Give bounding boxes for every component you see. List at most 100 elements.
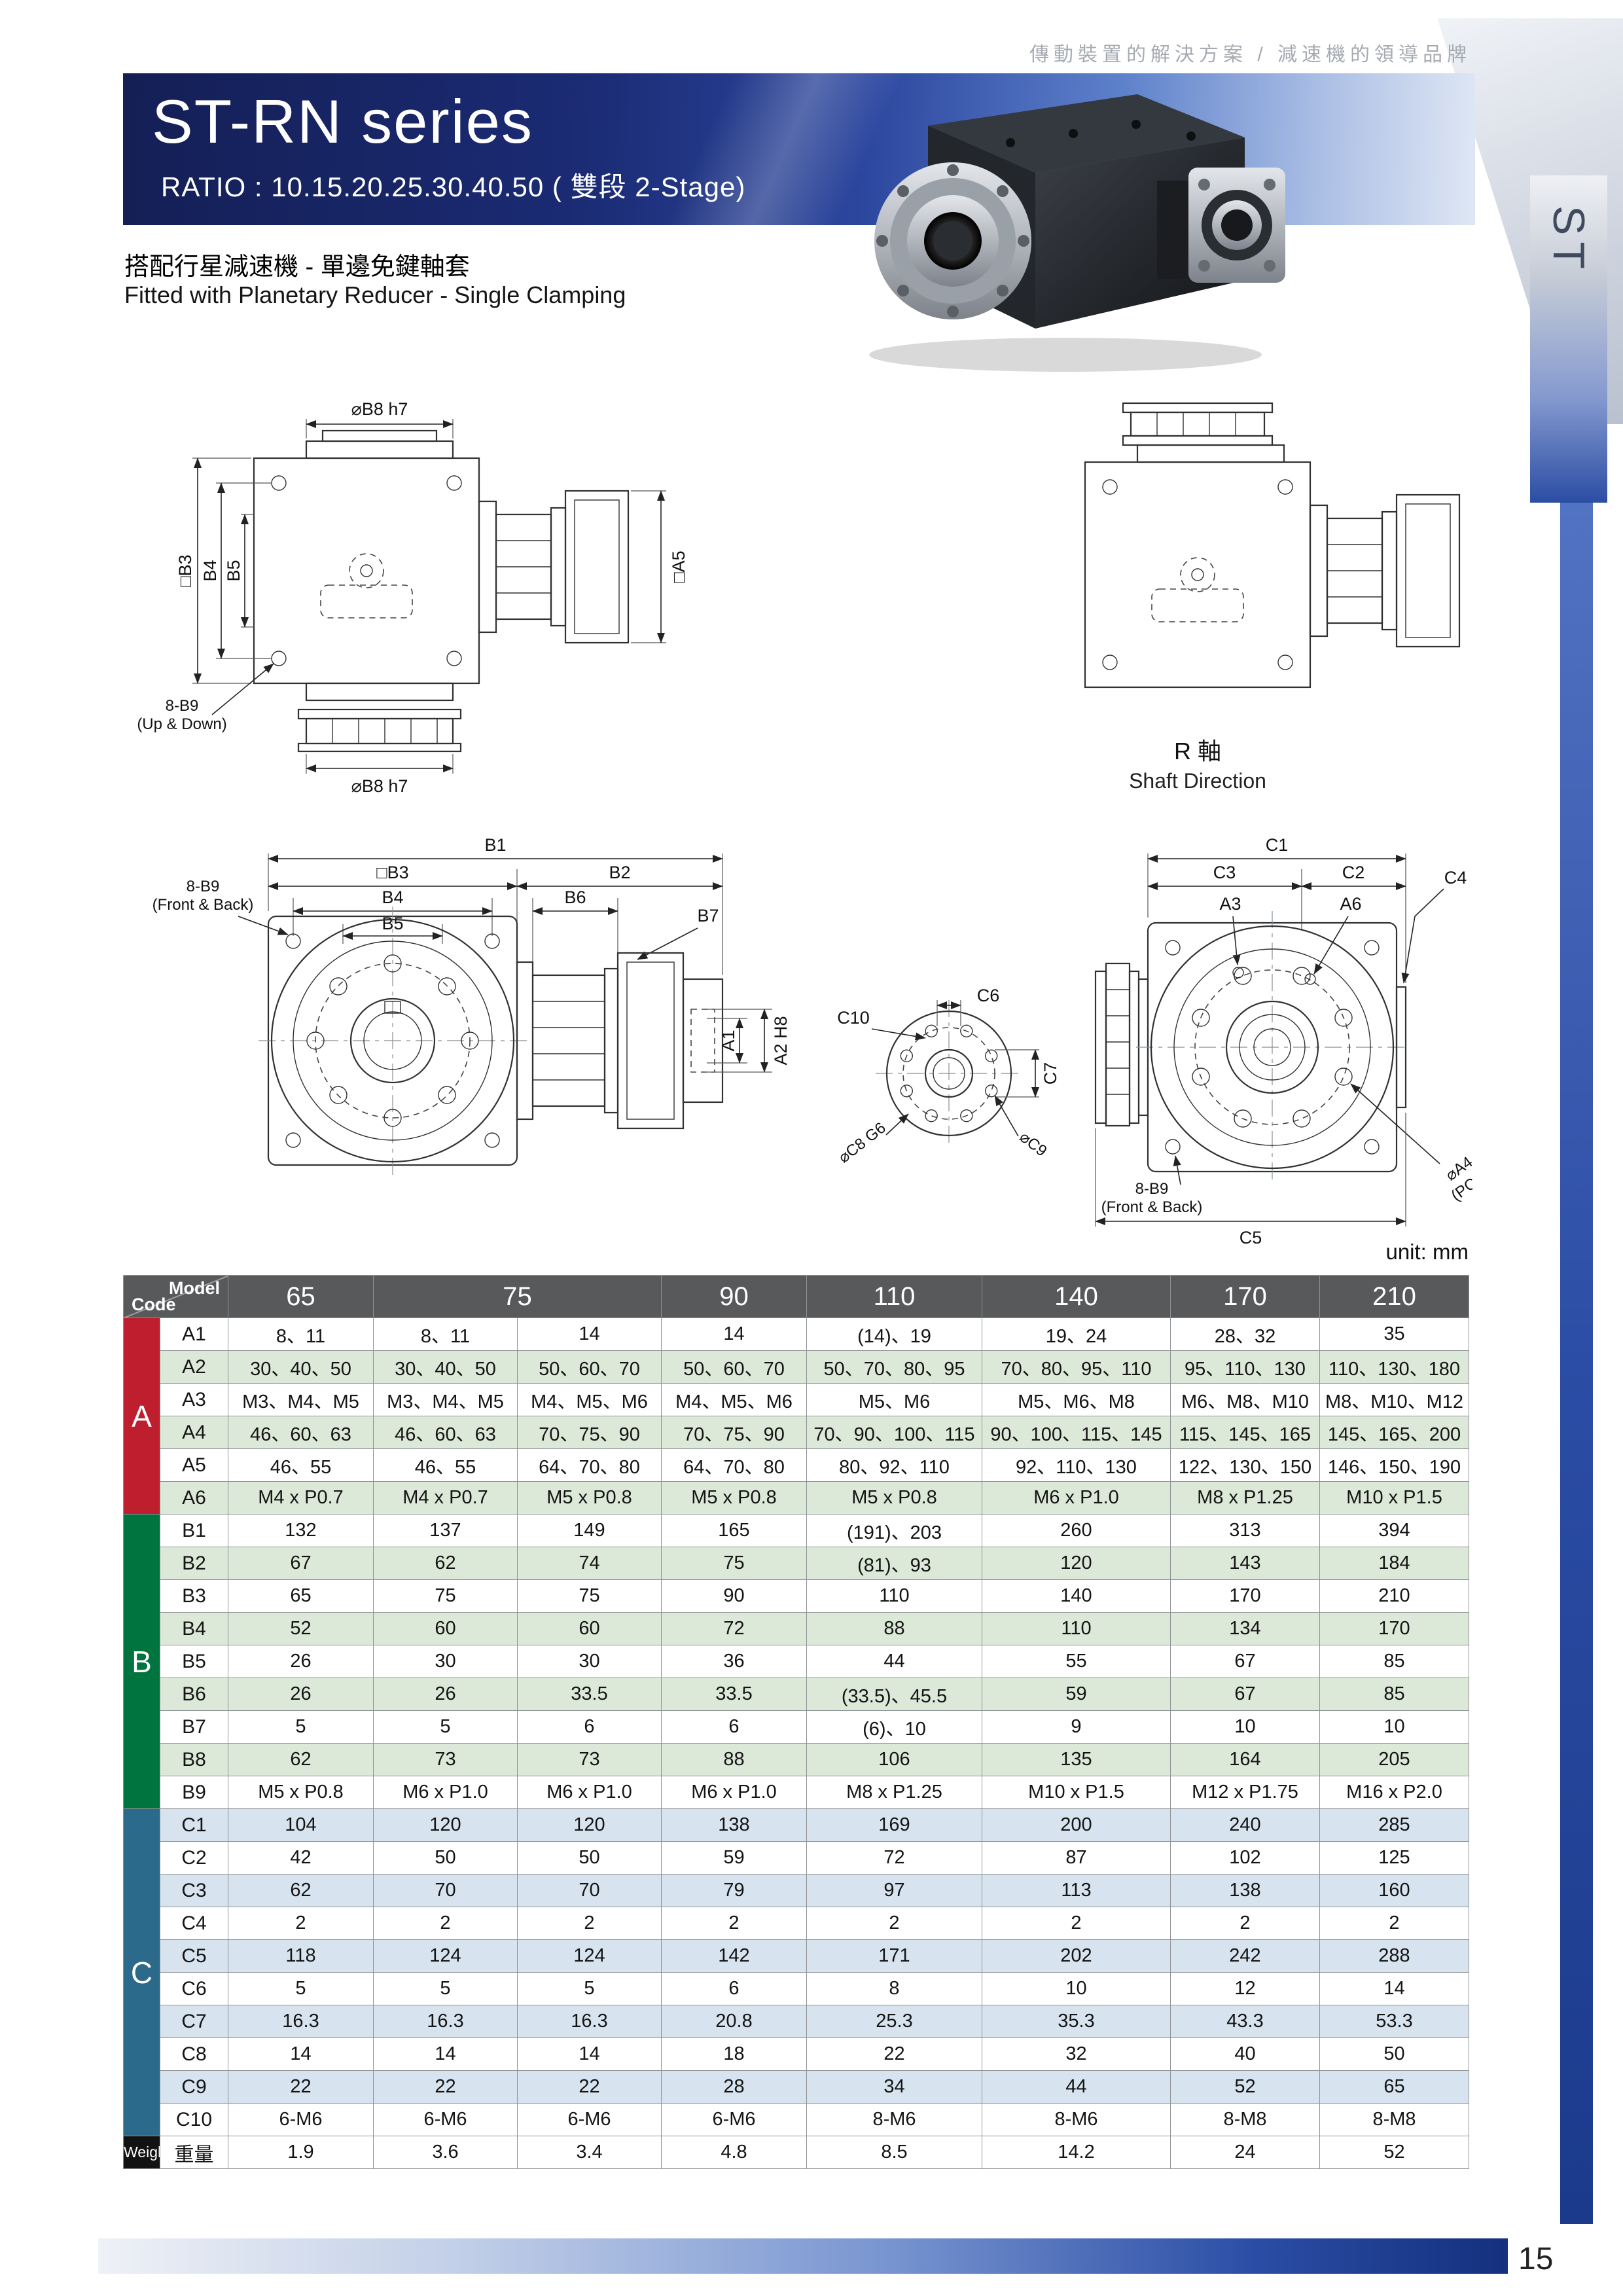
table-cell: 30、40、50 bbox=[228, 1350, 374, 1384]
table-cell: 46、55 bbox=[373, 1448, 518, 1482]
table-cell: 6 bbox=[661, 1710, 807, 1744]
table-cell: M3、M4、M5 bbox=[228, 1383, 374, 1416]
table-cell: 40 bbox=[1170, 2037, 1320, 2071]
right-view-drawing: C1 C3 C2 C4 A3 A6 ⌀A4 ( bbox=[1094, 835, 1472, 1244]
table-cell: 70 bbox=[373, 1874, 518, 1907]
table-cell: 14 bbox=[373, 2037, 518, 2071]
ratio-subtitle: RATIO : 10.15.20.25.30.40.50 ( 雙段 2-Stag… bbox=[161, 171, 746, 202]
table-cell: 90、100、115、145 bbox=[982, 1416, 1171, 1449]
table-cell: 73 bbox=[517, 1743, 662, 1776]
dim-label-c3: C3 bbox=[1213, 863, 1236, 882]
page-number: 15 bbox=[1518, 2242, 1554, 2276]
dim-label-b7: B7 bbox=[697, 906, 719, 925]
table-cell: 50、60、70 bbox=[661, 1350, 807, 1384]
row-code-C1: C1 bbox=[160, 1808, 228, 1842]
table-cell: (191)、203 bbox=[806, 1514, 982, 1547]
table-cell: 18 bbox=[661, 2037, 807, 2071]
table-cell: 115、145、165 bbox=[1170, 1416, 1320, 1449]
table-cell: 97 bbox=[806, 1874, 982, 1907]
table-cell: 70 bbox=[517, 1874, 662, 1907]
table-cell: 67 bbox=[1170, 1677, 1320, 1711]
table-cell: 104 bbox=[228, 1808, 374, 1842]
table-cell: 160 bbox=[1319, 1874, 1469, 1907]
table-cell: M16 x P2.0 bbox=[1319, 1776, 1469, 1809]
table-cell: 50 bbox=[1319, 2037, 1469, 2071]
table-cell: M5、M6、M8 bbox=[982, 1383, 1171, 1416]
table-cell: 42 bbox=[228, 1841, 374, 1874]
dim-label-b3-side: □B3 bbox=[376, 863, 408, 882]
corner-model-label: Model bbox=[169, 1278, 220, 1298]
table-cell: 88 bbox=[806, 1612, 982, 1645]
dim-label-c9: ⌀C9 bbox=[1016, 1128, 1050, 1160]
table-cell: 70、90、100、115 bbox=[806, 1416, 982, 1449]
row-code-A6: A6 bbox=[160, 1481, 228, 1515]
table-cell: 62 bbox=[228, 1874, 374, 1907]
dim-label-c7: C7 bbox=[1041, 1062, 1060, 1085]
table-cell: 14.2 bbox=[982, 2136, 1171, 2169]
row-code-A2: A2 bbox=[160, 1350, 228, 1384]
table-cell: 46、60、63 bbox=[373, 1416, 518, 1449]
table-cell: 2 bbox=[517, 1907, 662, 1940]
table-cell: 288 bbox=[1319, 1939, 1469, 1973]
section-label-C: C bbox=[123, 1808, 160, 2136]
table-cell: 165 bbox=[661, 1514, 807, 1547]
weight-code: 重量 bbox=[160, 2136, 228, 2169]
table-cell: 36 bbox=[661, 1645, 807, 1678]
table-cell: 22 bbox=[806, 2037, 982, 2071]
dim-label-b3: □B3 bbox=[175, 554, 195, 586]
table-cell: 75 bbox=[517, 1579, 662, 1613]
dim-label-c5: C5 bbox=[1240, 1228, 1262, 1244]
table-cell: 14 bbox=[661, 1318, 807, 1351]
row-code-B6: B6 bbox=[160, 1677, 228, 1711]
table-cell: 35.3 bbox=[982, 2005, 1171, 2038]
unit-note: unit: mm bbox=[1385, 1240, 1469, 1264]
table-cell: 60 bbox=[517, 1612, 662, 1645]
table-cell: 60 bbox=[373, 1612, 518, 1645]
row-code-C9: C9 bbox=[160, 2070, 228, 2104]
table-cell: 32 bbox=[982, 2037, 1171, 2071]
table-cell: 30 bbox=[373, 1645, 518, 1678]
table-cell: 5 bbox=[517, 1972, 662, 2005]
table-cell: 6 bbox=[661, 1972, 807, 2005]
dim-label-c1: C1 bbox=[1266, 835, 1289, 855]
table-cell: 74 bbox=[517, 1547, 662, 1580]
table-cell: 33.5 bbox=[517, 1677, 662, 1711]
table-cell: 16.3 bbox=[373, 2005, 518, 2038]
leader-label-8b9-side: 8-B9 bbox=[187, 878, 220, 895]
row-code-A4: A4 bbox=[160, 1416, 228, 1449]
table-cell: 80、92、110 bbox=[806, 1448, 982, 1482]
table-cell: 106 bbox=[806, 1743, 982, 1776]
table-cell: 6-M6 bbox=[661, 2103, 807, 2136]
table-cell: 22 bbox=[517, 2070, 662, 2104]
table-cell: 50、60、70 bbox=[517, 1350, 662, 1384]
table-cell: 135 bbox=[982, 1743, 1171, 1776]
table-cell: M6 x P1.0 bbox=[517, 1776, 662, 1809]
row-code-A5: A5 bbox=[160, 1448, 228, 1482]
subtitle-english: Fitted with Planetary Reducer - Single C… bbox=[124, 281, 626, 308]
table-cell: 113 bbox=[982, 1874, 1171, 1907]
table-cell: 205 bbox=[1319, 1743, 1469, 1776]
row-code-B8: B8 bbox=[160, 1743, 228, 1776]
leader-label-frontback-right: (Front & Back) bbox=[1101, 1198, 1203, 1216]
table-cell: 142 bbox=[661, 1939, 807, 1973]
table-cell: M12 x P1.75 bbox=[1170, 1776, 1320, 1809]
table-cell: 26 bbox=[228, 1677, 374, 1711]
table-cell: M4 x P0.7 bbox=[228, 1481, 374, 1515]
gearbox-top-face bbox=[928, 94, 1245, 173]
table-cell: 28 bbox=[661, 2070, 807, 2104]
table-cell: 50、70、80、95 bbox=[806, 1350, 982, 1384]
table-cell: 65 bbox=[228, 1579, 374, 1613]
table-cell: 110 bbox=[806, 1579, 982, 1613]
table-cell: 35 bbox=[1319, 1318, 1469, 1351]
